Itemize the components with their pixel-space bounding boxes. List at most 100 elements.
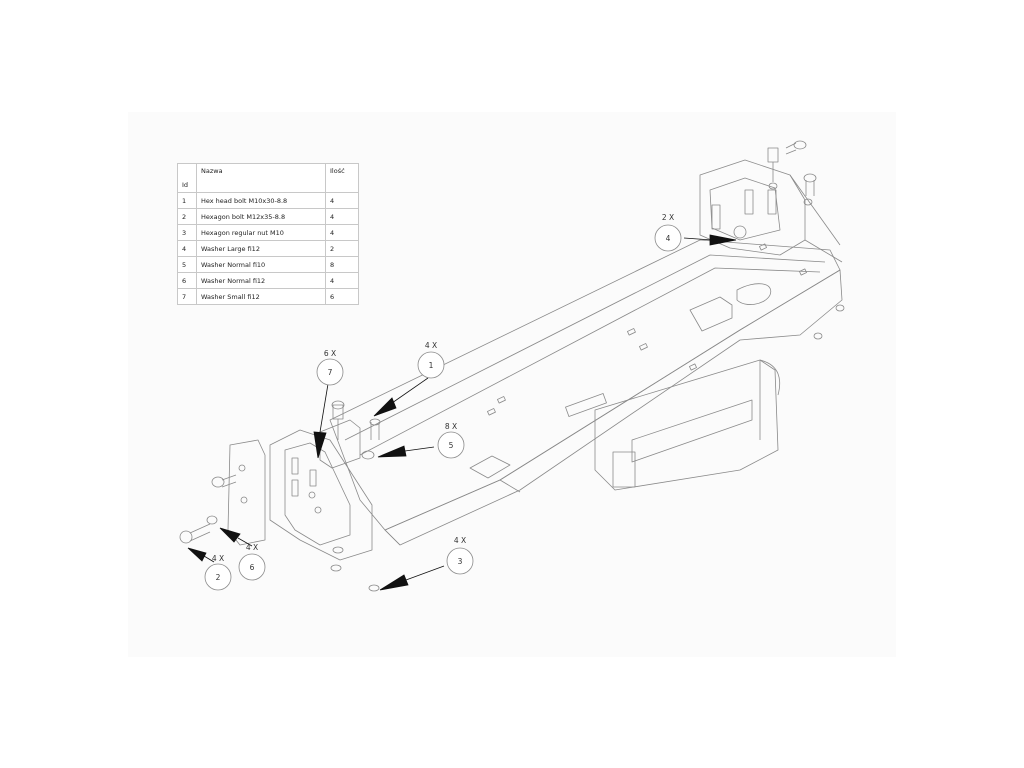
row-qty: 6 (325, 288, 359, 305)
parts-list-table: Id Nazwa Ilość 1 Hex head bolt M10x30-8.… (177, 163, 359, 305)
callout-4: 2 X 4 (654, 213, 682, 252)
row-name: Washer Normal fi12 (196, 272, 326, 289)
row-qty: 4 (325, 192, 359, 209)
row-id: 2 (177, 208, 197, 225)
header-qty: Ilość (325, 163, 359, 193)
callout-number: 7 (328, 368, 333, 377)
leader-arrows (187, 234, 737, 591)
callout-qty: 4 X (246, 543, 258, 552)
row-qty: 4 (325, 272, 359, 289)
row-id: 6 (177, 272, 197, 289)
callout-1: 4 X 1 (417, 341, 445, 379)
row-id: 4 (177, 240, 197, 257)
row-name: Washer Small fi12 (196, 288, 326, 305)
callout-number: 2 (216, 573, 221, 582)
callout-5: 8 X 5 (437, 422, 465, 459)
front-bracket-face (284, 442, 351, 546)
callout-number: 3 (458, 557, 463, 566)
callout-qty: 6 X (324, 349, 336, 358)
row-name: Washer Normal fi10 (196, 256, 326, 273)
callout-number: 6 (250, 563, 255, 572)
fairlead-opening (631, 399, 753, 463)
callout-number: 4 (666, 234, 671, 243)
rear-slot (744, 189, 754, 215)
table-row: 5 Washer Normal fi10 8 (177, 256, 359, 273)
callout-qty: 4 X (212, 554, 224, 563)
washer (803, 198, 813, 206)
frame-edge-line (359, 267, 821, 456)
row-name: Hexagon bolt M12x35-8.8 (196, 208, 326, 225)
callout-3: 4 X 3 (446, 536, 474, 575)
table-row: 3 Hexagon regular nut M10 4 (177, 224, 359, 241)
hole (639, 343, 648, 351)
fairlead-plate (594, 359, 779, 491)
logo-cutout (689, 283, 772, 332)
header-name: Nazwa (196, 163, 326, 193)
bolt (179, 523, 211, 544)
nut (835, 304, 845, 312)
hole (689, 363, 697, 371)
callout-qty: 2 X (662, 213, 674, 222)
front-bracket (269, 429, 373, 561)
row-qty: 4 (325, 208, 359, 225)
callout-arrow-4 (683, 234, 737, 246)
callout-number: 1 (429, 361, 434, 370)
hole (799, 268, 807, 276)
table-header-row: Id Nazwa Ilość (177, 163, 359, 193)
washer (733, 225, 747, 239)
nut (813, 332, 823, 340)
washer (361, 450, 375, 460)
hole (497, 396, 506, 404)
frame-side-wall (384, 269, 843, 546)
bolt (369, 418, 381, 440)
nut (332, 546, 344, 554)
row-id: 1 (177, 192, 197, 209)
bracket-hole (314, 506, 322, 514)
row-qty: 2 (325, 240, 359, 257)
bolt (803, 173, 817, 196)
bracket-slot (291, 457, 299, 475)
plate-hole (238, 464, 246, 472)
fairlead-curve (759, 359, 781, 396)
hole (627, 328, 636, 336)
hole (759, 243, 767, 251)
callout-qty: 8 X (445, 422, 457, 431)
row-name: Hex head bolt M10x30-8.8 (196, 192, 326, 209)
row-name: Hexagon regular nut M10 (196, 224, 326, 241)
callout-arrow-2 (187, 547, 215, 563)
rear-slot (767, 189, 777, 215)
bracket-slot (291, 479, 299, 497)
callout-qty: 4 X (425, 341, 437, 350)
callout-2: 4 X 2 (204, 554, 232, 591)
fairlead-slot (565, 393, 607, 417)
callout-arrow-3 (379, 565, 445, 591)
frame-bottom-edge (384, 529, 401, 546)
bolt (211, 474, 237, 488)
square-cutout (469, 455, 511, 479)
hole (487, 408, 496, 416)
top-block (319, 419, 361, 469)
callout-qty: 4 X (454, 536, 466, 545)
bolt (331, 400, 345, 440)
row-name: Washer Large fi12 (196, 240, 326, 257)
washer (768, 182, 778, 190)
washer (206, 515, 218, 525)
frame-bottom-edge (499, 479, 521, 493)
row-qty: 8 (325, 256, 359, 273)
callout-arrow-1 (373, 377, 429, 417)
callout-arrow-7 (313, 383, 329, 459)
bolt (767, 147, 779, 182)
callout-arrow-5 (377, 445, 435, 458)
rear-flange (804, 239, 843, 263)
table-row: 4 Washer Large fi12 2 (177, 240, 359, 257)
row-id: 5 (177, 256, 197, 273)
callout-6: 4 X 6 (238, 543, 266, 581)
header-id: Id (177, 163, 197, 193)
bracket-hole (308, 491, 316, 499)
bolt (785, 140, 807, 155)
table-row: 6 Washer Normal fi12 4 (177, 272, 359, 289)
rear-flange (789, 174, 841, 246)
callouts: 4 X 1 6 X 7 8 X 5 2 X 4 4 X 2 4 X 6 (204, 213, 682, 591)
row-qty: 4 (325, 224, 359, 241)
